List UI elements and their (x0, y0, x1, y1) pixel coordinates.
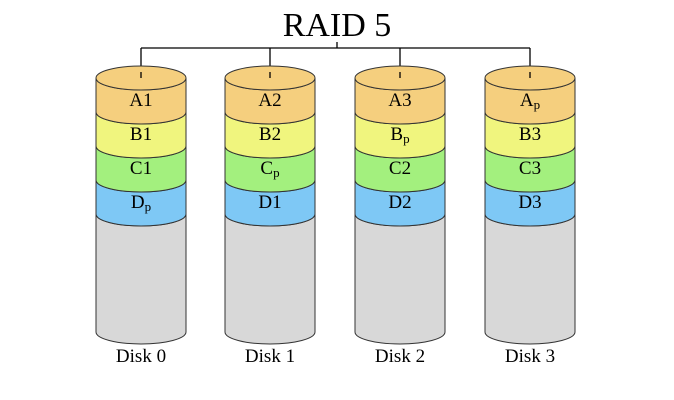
block-label: Ap (520, 90, 540, 112)
block-label-subscript: p (273, 165, 280, 180)
block-label-main: A1 (129, 90, 152, 111)
block-label: Bp (390, 124, 409, 146)
block-label: A3 (388, 90, 411, 111)
disk-label: Disk 3 (505, 346, 555, 367)
block-label: Dp (131, 192, 151, 214)
block-label: B1 (130, 124, 152, 145)
block-label-main: C3 (519, 158, 541, 179)
block-label: B2 (259, 124, 281, 145)
block-label-subscript: p (403, 131, 410, 146)
block-label-subscript: p (145, 199, 152, 214)
block-label: A1 (129, 90, 152, 111)
block-label-subscript: p (534, 97, 541, 112)
block-label-main: C1 (130, 158, 152, 179)
block-label-main: B1 (130, 124, 152, 145)
block-label: D1 (258, 192, 281, 213)
block-label-main: D (131, 192, 145, 213)
block-label-main: D1 (258, 192, 281, 213)
disk-free-space (484, 213, 576, 345)
block-label: B3 (519, 124, 541, 145)
block-label: D2 (388, 192, 411, 213)
disk-free-space (224, 213, 316, 345)
block-label-main: A3 (388, 90, 411, 111)
block-label-main: D3 (518, 192, 541, 213)
block-label: A2 (258, 90, 281, 111)
disk-label: Disk 1 (245, 346, 295, 367)
block-label-main: B (390, 124, 403, 145)
block-label-main: D2 (388, 192, 411, 213)
disk-label: Disk 0 (116, 346, 166, 367)
block-label-main: B2 (259, 124, 281, 145)
block-label: C2 (389, 158, 411, 179)
disk-label: Disk 2 (375, 346, 425, 367)
block-label-main: C (260, 158, 273, 179)
block-label-main: A2 (258, 90, 281, 111)
block-label-main: B3 (519, 124, 541, 145)
block-label-main: A (520, 90, 534, 111)
block-label: C1 (130, 158, 152, 179)
block-label: D3 (518, 192, 541, 213)
block-label: C3 (519, 158, 541, 179)
connector-lines (140, 42, 531, 78)
block-label-main: C2 (389, 158, 411, 179)
disk-free-space (95, 213, 187, 345)
block-label: Cp (260, 158, 279, 180)
disk-free-space (354, 213, 446, 345)
diagram-title: RAID 5 (283, 7, 392, 44)
